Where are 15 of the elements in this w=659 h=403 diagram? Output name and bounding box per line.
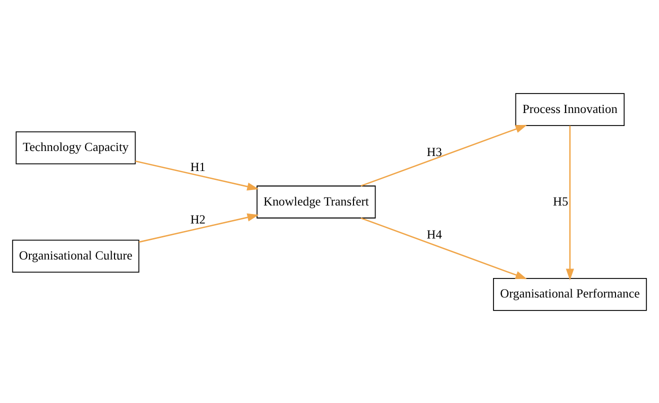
node-box: Knowledge Transfert: [256, 185, 376, 218]
arrow: [360, 124, 528, 186]
edge-label: H1: [190, 160, 206, 174]
node-box: Process Innovation: [515, 92, 625, 126]
node-box: Technology Capacity: [16, 130, 136, 164]
edge-label: H2: [190, 212, 206, 226]
node-box: Organisational Performance: [493, 278, 647, 310]
arrow: [360, 216, 528, 279]
edge-label: H3: [426, 144, 442, 158]
edge-label: H4: [426, 227, 442, 242]
arrow: [566, 125, 574, 280]
arrow: [138, 212, 259, 242]
edge-label: H5: [553, 194, 568, 208]
arrow: [135, 160, 259, 190]
node-box: Organisational Culture: [12, 239, 140, 272]
